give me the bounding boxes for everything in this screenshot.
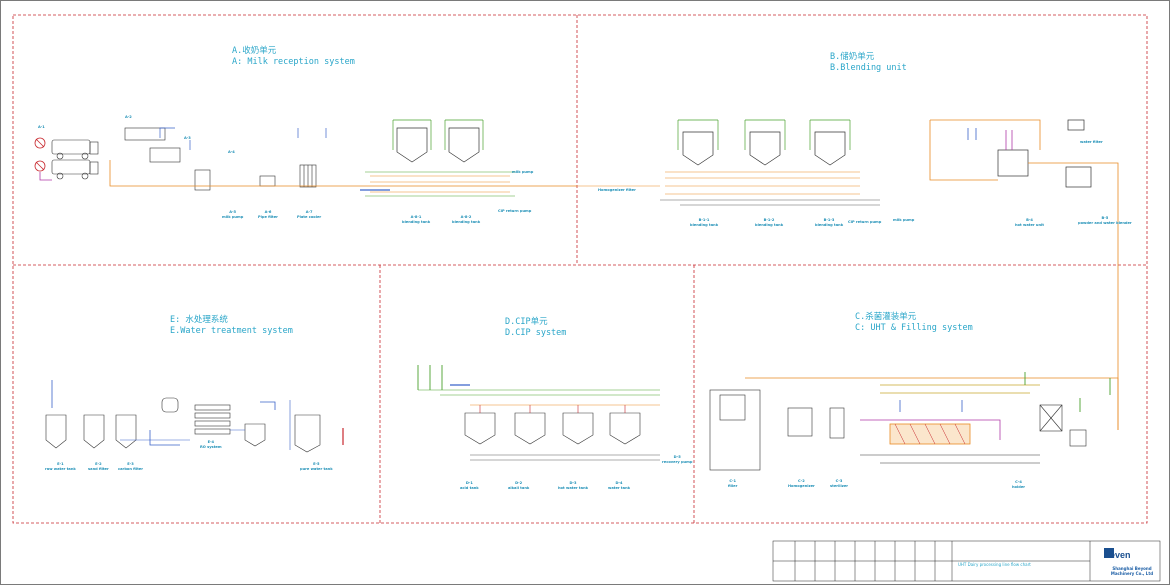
unit-d-title-en: D.CIP system <box>505 328 567 338</box>
tag-cip-tank1: D-1 acid tank <box>460 481 479 490</box>
tag-milk-pump-b: milk pump <box>893 218 915 222</box>
tag-water-raw: E-1 raw water tank <box>45 462 76 471</box>
tag-homogenizer-in: Homogenizer filter <box>598 188 636 192</box>
blending-unit <box>577 119 1119 430</box>
uht-filling-unit <box>709 372 1119 471</box>
tag-hot-water: B-4 hot water unit <box>1015 218 1044 227</box>
tag-pump-left: A-1 <box>38 125 45 129</box>
tag-tank-b1: B-1-1 blending tank <box>690 218 719 227</box>
tag-sterilizer: C-3 sterilizer <box>830 479 849 488</box>
unit-a-title-cn: A.收奶单元 <box>232 46 277 56</box>
tag-homogenizer: C-2 Homogenizer <box>788 479 815 488</box>
tag-cip-pump-b: CIP return pump <box>848 220 882 224</box>
milk-reception-unit <box>34 119 577 197</box>
drawing-title: UHT Dairy processing line flow chart <box>958 562 1031 567</box>
tag-flow-meter: A-4 <box>228 150 235 154</box>
company-name: Shanghai Beyond Machinery Co., Ltd <box>1100 566 1164 576</box>
tag-powder-blender: B-5 powder and water blender <box>1078 216 1132 225</box>
unit-c-title-en: C: UHT & Filling system <box>855 323 973 333</box>
tag-cip-tank2: D-2 alkali tank <box>508 481 530 490</box>
cip-unit <box>417 365 660 461</box>
tag-cip-tank4: D-4 water tank <box>608 481 631 490</box>
tag-filler: C-1 filler <box>728 479 738 488</box>
tag-water-carbon: E-3 carbon filter <box>118 462 144 471</box>
tag-cip-tank3: D-3 hot water tank <box>558 481 589 490</box>
tag-milk-pump-a: milk pump <box>512 170 534 174</box>
tag-tank-a2: A-8-2 blending tank <box>452 215 481 224</box>
tag-holding: C-4 holder <box>1012 480 1026 489</box>
tag-cip-return-a: CIP return pump <box>498 209 532 213</box>
tag-tank-b2: B-1-2 blending tank <box>755 218 784 227</box>
tag-water-sand: E-2 sand filter <box>88 462 109 471</box>
title-block <box>772 540 1161 582</box>
tag-deaerator: A-3 <box>184 136 191 140</box>
water-treatment-unit <box>45 380 344 453</box>
tag-water-filter: water filter <box>1080 140 1103 144</box>
tag-milk-pump: A-5 milk pump <box>222 210 244 219</box>
unit-b-title-cn: B.储奶单元 <box>830 52 875 62</box>
tag-tank-a1: A-8-1 blending tank <box>402 215 431 224</box>
logo-icon <box>1104 548 1114 558</box>
tag-water-ro: E-4 RO system <box>200 440 222 449</box>
tag-plate-cooler: A-7 Plate cooler <box>297 210 322 219</box>
tag-water-pure: E-5 pure water tank <box>300 462 333 471</box>
unit-d-title-cn: D.CIP单元 <box>505 317 548 327</box>
tag-cip-recovery: D-5 recovery pump <box>662 455 693 464</box>
unit-a-title-en: A: Milk reception system <box>232 57 355 67</box>
unit-frames <box>12 14 1148 524</box>
unit-e-title-cn: E: 水处理系统 <box>170 315 228 325</box>
unit-c-title-cn: C.杀菌灌装单元 <box>855 312 917 322</box>
unit-b-title-en: B.Blending unit <box>830 63 907 73</box>
tag-tank-b3: B-1-3 blending tank <box>815 218 844 227</box>
company-line1: Shanghai Beyond <box>1112 566 1152 571</box>
unit-e-title-en: E.Water treatment system <box>170 326 293 336</box>
tag-filter: A-2 <box>125 115 132 119</box>
company-line2: Machinery Co., Ltd <box>1110 571 1154 576</box>
tag-pipe-filter: A-6 Pipe filter <box>258 210 278 219</box>
company-logo: Seven <box>1104 550 1131 560</box>
